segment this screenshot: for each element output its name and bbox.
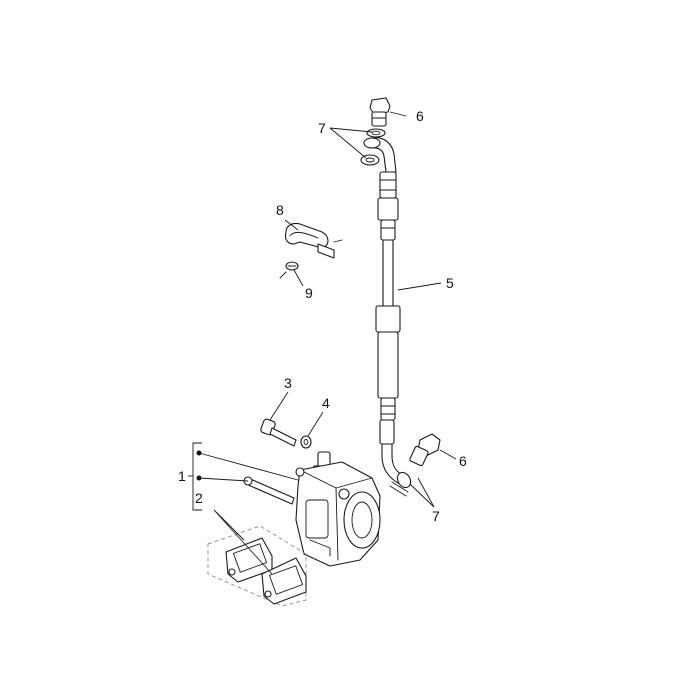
callout-8: 8 [276, 202, 284, 218]
sealing-washers-lower [389, 481, 409, 497]
hose-clamp [284, 222, 343, 259]
banjo-bolt-upper [369, 97, 391, 127]
leader-lines [188, 111, 457, 575]
callout-9: 9 [305, 285, 313, 301]
clamp-screw [279, 261, 299, 279]
banjo-bolt-lower [409, 433, 441, 467]
brake-caliper [295, 451, 381, 567]
brake-hose [363, 137, 412, 489]
caliper-washer [300, 435, 312, 449]
brake-pads [207, 525, 307, 607]
caliper-bolt [260, 418, 297, 447]
callout-6-lower: 6 [459, 453, 467, 469]
callout-2: 2 [195, 490, 203, 506]
callout-3: 3 [284, 375, 292, 391]
callout-7-upper: 7 [318, 120, 326, 136]
callout-1: 1 [178, 468, 186, 484]
pad-retaining-pin [243, 476, 295, 505]
callout-4: 4 [322, 395, 330, 411]
callout-7-lower: 7 [432, 508, 440, 524]
callout-6-upper: 6 [416, 108, 424, 124]
callout-5: 5 [446, 275, 454, 291]
